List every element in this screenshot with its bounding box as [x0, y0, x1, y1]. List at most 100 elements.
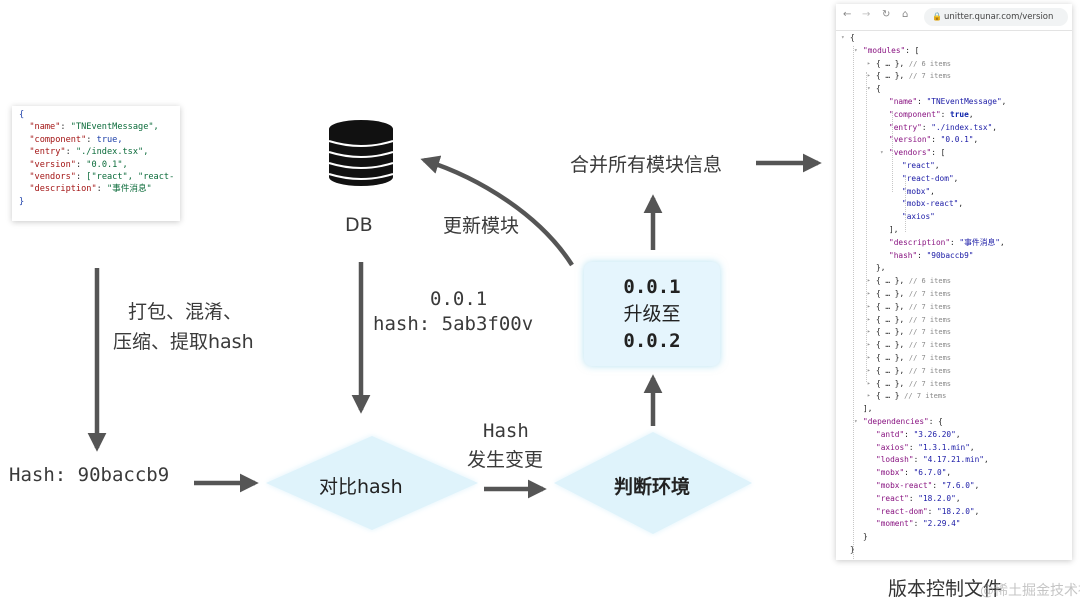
- json-string: "4.17.21.min": [922, 455, 984, 465]
- new-hash-label: Hash: 90baccb9: [9, 464, 170, 486]
- hash-changed-label-1: Hash: [483, 420, 529, 442]
- pack-label-line1: 打包、混淆、: [128, 301, 243, 323]
- json-line: "react": "18.2.0",: [876, 493, 961, 506]
- expand-caret-icon[interactable]: ▸: [867, 341, 871, 349]
- collapse-caret-icon[interactable]: ▾: [867, 85, 871, 93]
- json-line[interactable]: ▾ "dependencies": {: [854, 416, 943, 429]
- json-string: "react-dom": [902, 173, 954, 183]
- json-string: "18.2.0": [918, 493, 956, 503]
- json-line[interactable]: ▸{ … }, // 6 items: [867, 58, 951, 71]
- expand-caret-icon[interactable]: ▸: [867, 302, 871, 310]
- json-string: "90baccb9": [926, 250, 974, 260]
- json-string: "2.29.4": [922, 519, 961, 529]
- expand-caret-icon[interactable]: ▸: [867, 72, 871, 80]
- expand-caret-icon[interactable]: ▸: [867, 277, 871, 285]
- json-punct: ,: [983, 455, 989, 465]
- collapse-caret-icon[interactable]: ▾: [854, 418, 858, 425]
- json-line[interactable]: ▸{ … }, // 7 items: [867, 365, 951, 378]
- json-punct: ,: [969, 442, 975, 452]
- json-punct: : {: [928, 417, 943, 426]
- browser-toolbar: ← → ↻ ⌂ 🔒 unitter.qunar.com/version: [836, 4, 1072, 31]
- json-comment: // 7 items: [908, 315, 952, 324]
- json-string: "3.26.20": [913, 429, 956, 439]
- json-punct: :: [950, 237, 960, 247]
- card-line: "entry": "./index.tsx",: [29, 147, 149, 158]
- json-key: "antd": [876, 429, 905, 439]
- expand-caret-icon[interactable]: ▸: [867, 315, 871, 323]
- back-arrow-icon[interactable]: ←: [843, 9, 852, 20]
- expand-caret-icon[interactable]: ▸: [867, 328, 871, 336]
- json-punct: { … },: [876, 71, 909, 81]
- collapse-caret-icon[interactable]: ▾: [854, 46, 858, 54]
- card-key: "description": [29, 184, 97, 195]
- card-brace: {: [19, 110, 25, 120]
- json-line: "lodash": "4.17.21.min",: [876, 454, 989, 467]
- json-string: "mobx-react": [902, 199, 959, 209]
- json-punct: ,: [974, 481, 980, 490]
- json-line[interactable]: ▸{ … }, // 7 items: [867, 288, 951, 301]
- json-key: "axios": [876, 442, 909, 452]
- forward-arrow-icon[interactable]: →: [862, 9, 871, 20]
- json-line: "hash": "90baccb9": [889, 250, 974, 263]
- json-line: "description": "事件消息",: [889, 237, 1005, 250]
- json-line: "react-dom": "18.2.0",: [876, 506, 979, 519]
- reload-icon[interactable]: ↻: [882, 9, 891, 20]
- json-string: "1.3.1.min": [918, 442, 970, 452]
- expand-caret-icon[interactable]: ▸: [867, 354, 871, 361]
- json-line[interactable]: ▸{ … }, // 7 items: [867, 301, 951, 314]
- json-line[interactable]: ▸{ … }, // 6 items: [867, 275, 951, 288]
- expand-caret-icon[interactable]: ▸: [867, 392, 871, 400]
- upgrade-box: 0.0.1 升级至 0.0.2: [584, 262, 720, 366]
- json-line[interactable]: ▸{ … }, // 7 items: [867, 378, 952, 391]
- json-punct: : [: [905, 45, 920, 55]
- version-file-browser: ← → ↻ ⌂ 🔒 unitter.qunar.com/version ▾{▾"…: [836, 4, 1072, 560]
- json-string: "6.7.0": [913, 468, 947, 478]
- expand-caret-icon[interactable]: ▸: [867, 366, 871, 374]
- upgrade-to-text: 升级至: [623, 302, 681, 325]
- compare-hash-label: 对比hash: [319, 476, 403, 498]
- json-punct: {: [850, 33, 855, 42]
- json-punct: ,: [1000, 237, 1005, 247]
- json-comment: // 7 items: [908, 354, 952, 362]
- json-line[interactable]: ▸{ … }, // 7 items: [867, 352, 952, 365]
- card-line: "description": "事件消息": [29, 184, 152, 195]
- lock-icon: 🔒: [932, 12, 942, 21]
- json-line[interactable]: ▾{: [867, 83, 881, 96]
- json-punct: :: [917, 250, 927, 260]
- collapse-caret-icon[interactable]: ▾: [841, 34, 845, 41]
- json-key: "name": [889, 97, 918, 106]
- json-line[interactable]: ▾{: [841, 32, 855, 45]
- json-string: "0.0.1": [940, 135, 974, 145]
- json-comment: // 7 items: [908, 379, 952, 388]
- json-punct: ,: [955, 429, 961, 439]
- json-string: "axios": [902, 212, 935, 222]
- json-punct: }: [850, 545, 855, 554]
- json-line[interactable]: ▸{ … }, // 7 items: [867, 326, 951, 339]
- json-line: "react-dom",: [902, 173, 958, 186]
- card-line: "name": "TNEventMessage",: [29, 122, 159, 133]
- json-line[interactable]: ▸{ … }, // 7 items: [867, 339, 951, 352]
- json-punct: :: [931, 135, 941, 145]
- home-icon[interactable]: ⌂: [902, 9, 909, 20]
- expand-caret-icon[interactable]: ▸: [867, 379, 871, 387]
- card-key: "version": [29, 159, 76, 170]
- expand-caret-icon[interactable]: ▸: [867, 290, 871, 297]
- old-hash-label: hash: 5ab3f00v: [373, 313, 534, 335]
- compare-diamond: [266, 436, 478, 530]
- card-value: "0.0.1",: [86, 159, 128, 170]
- json-line[interactable]: ▸{ … }, // 7 items: [867, 314, 952, 327]
- collapse-caret-icon[interactable]: ▾: [880, 149, 884, 157]
- address-bar[interactable]: 🔒 unitter.qunar.com/version: [924, 8, 1068, 26]
- json-line[interactable]: ▾"vendors": [: [880, 147, 945, 160]
- json-line[interactable]: ▸{ … } // 7 items: [867, 390, 946, 403]
- expand-caret-icon[interactable]: ▸: [867, 59, 871, 67]
- json-punct: :: [904, 468, 914, 478]
- json-punct: },: [876, 263, 886, 273]
- json-line[interactable]: ▸{ … }, // 7 items: [867, 70, 951, 83]
- json-line[interactable]: ▾"modules": [: [854, 45, 920, 58]
- json-punct: { … },: [876, 301, 909, 311]
- json-key: "dependencies": [863, 417, 929, 426]
- json-string: "18.2.0": [937, 506, 975, 516]
- json-string: "事件消息": [959, 237, 1000, 247]
